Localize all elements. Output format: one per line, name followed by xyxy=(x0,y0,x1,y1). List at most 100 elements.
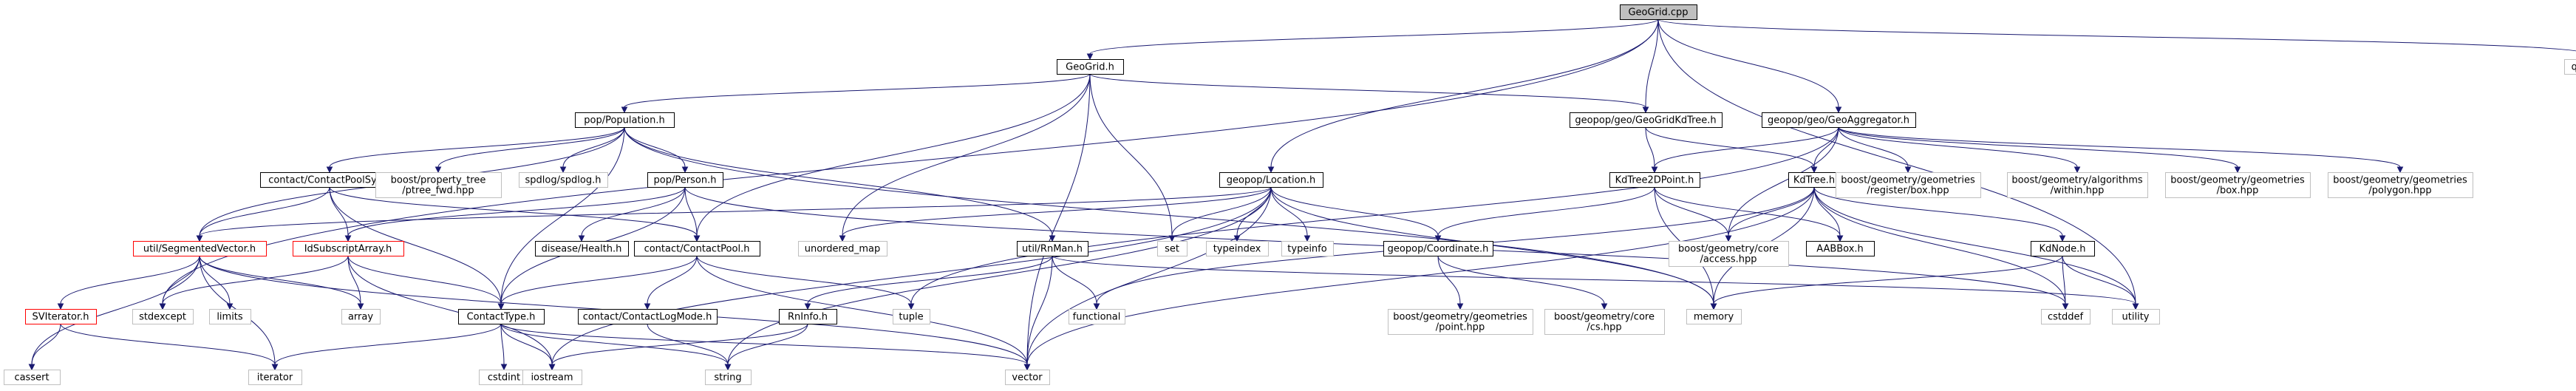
node-segmentedvector-h[interactable]: util/SegmentedVector.h xyxy=(133,241,267,256)
node-box xyxy=(1620,4,1697,20)
edge-arrowhead xyxy=(271,364,279,371)
edge-line xyxy=(727,186,1272,365)
edge-line xyxy=(1813,186,2136,305)
node-box xyxy=(2328,172,2473,198)
edge-line xyxy=(274,323,502,365)
node-svIterator-h[interactable]: SVIterator.h xyxy=(25,309,97,324)
edge-line xyxy=(1645,126,1655,168)
edge-line xyxy=(910,126,1839,305)
node-box xyxy=(647,172,723,188)
edge-arrowhead xyxy=(497,303,505,310)
edge-kdnode_h-to-cstddef xyxy=(2062,255,2069,310)
node-vector: vector xyxy=(1005,370,1050,385)
edge-line xyxy=(647,255,698,305)
node-coordinate-h[interactable]: geopop/Coordinate.h xyxy=(1383,241,1493,256)
edge-arrowhead xyxy=(1267,166,1275,174)
node-label: array xyxy=(348,312,373,323)
node-contacttype-h[interactable]: ContactType.h xyxy=(458,309,545,324)
node-health-h[interactable]: disease/Health.h xyxy=(535,241,629,256)
edge-contactlogmode_h-to-string xyxy=(647,323,732,371)
edge-geogrid_cpp-to-geogrid_h xyxy=(1086,18,1659,61)
node-idsubscriptarray-h[interactable]: IdSubscriptArray.h xyxy=(293,241,404,256)
node-label: KdTree2DPoint.h xyxy=(1615,175,1694,186)
node-stdexcept: stdexcept xyxy=(132,309,194,324)
node-person-h[interactable]: pop/Person.h xyxy=(647,172,723,188)
edge-rninfo_h-to-string xyxy=(724,323,808,371)
node-aabbox-h[interactable]: AABBox.h xyxy=(1806,241,1875,256)
node-label: GeoGrid.h xyxy=(1066,62,1114,73)
edge-geogrid_h-to-contactpool_h xyxy=(693,73,1091,242)
node-label: pop/Person.h xyxy=(654,175,717,186)
edge-coordinate_h-to-bg_point xyxy=(1437,255,1464,310)
edge-arrowhead xyxy=(1836,235,1844,242)
edge-arrowhead xyxy=(1233,235,1241,242)
node-geogridkdtree-h[interactable]: geopop/geo/GeoGridKdTree.h xyxy=(1570,112,1723,128)
edge-line xyxy=(500,323,553,365)
node-rninfo-h[interactable]: RnInfo.h xyxy=(779,309,837,324)
node-bg-point: boost/geometry/geometries/point.hpp xyxy=(1388,309,1533,335)
edge-line xyxy=(1813,186,2063,237)
node-location-h[interactable]: geopop/Location.h xyxy=(1219,172,1323,188)
edge-population_h-to-property_tree_fwd xyxy=(435,126,625,174)
node-box xyxy=(1005,370,1050,385)
edge-arrowhead xyxy=(1835,106,1842,114)
node-label: contact/ContactPoolSys.h xyxy=(268,175,391,186)
node-box xyxy=(209,309,251,324)
node-label: /box.hpp xyxy=(2217,186,2259,197)
node-label: /ptree_fwd.hpp xyxy=(402,186,474,197)
node-label: geopop/Location.h xyxy=(1227,175,1315,186)
edge-line xyxy=(1171,186,1272,237)
node-label: vector xyxy=(1012,373,1043,384)
node-population-h[interactable]: pop/Population.h xyxy=(575,112,675,128)
node-kdnode-h[interactable]: KdNode.h xyxy=(2031,241,2095,256)
node-label: limits xyxy=(217,312,243,323)
edge-line xyxy=(347,255,553,365)
node-label: utility xyxy=(2122,312,2150,323)
node-box xyxy=(1762,112,1916,128)
node-contactpool-h[interactable]: contact/ContactPool.h xyxy=(634,241,760,256)
edge-line xyxy=(199,255,231,305)
node-label: set xyxy=(1165,244,1179,255)
node-kdtree-h[interactable]: KdTree.h xyxy=(1788,172,1841,188)
edge-line xyxy=(329,186,349,237)
edge-geogrid_cpp-to-queue xyxy=(1657,18,2576,52)
edge-contactpoolsys_h-to-segmentedvector_h xyxy=(196,186,330,242)
edge-line xyxy=(1437,255,1605,305)
edge-kdnode_h-to-memory xyxy=(1710,255,2063,310)
edge-geogrid_cpp-to-stdexcept xyxy=(159,18,1659,310)
node-label: util/RnMan.h xyxy=(1022,244,1083,255)
node-label: typeinfo xyxy=(1287,244,1326,255)
edge-arrowhead xyxy=(357,303,364,310)
node-contactlogmode-h[interactable]: contact/ContactLogMode.h xyxy=(578,309,718,324)
node-bg-register-box: boost/geometry/geometries/register/box.h… xyxy=(1836,172,1981,198)
node-box xyxy=(4,370,61,385)
edge-line xyxy=(1437,186,1655,237)
edge-geogridkdtree_h-to-kdtree_h xyxy=(1645,126,1818,174)
node-geoaggregator-h[interactable]: geopop/geo/GeoAggregator.h xyxy=(1762,112,1916,128)
edge-arrowhead xyxy=(226,303,234,310)
edge-line xyxy=(1026,73,1091,365)
node-kdtree2dpoint-h[interactable]: KdTree2DPoint.h xyxy=(1609,172,1700,188)
node-geogrid-h[interactable]: GeoGrid.h xyxy=(1057,59,1124,75)
node-rnman-h[interactable]: util/RnMan.h xyxy=(1017,241,1088,256)
node-box xyxy=(1157,241,1188,256)
node-geogrid-cpp[interactable]: GeoGrid.cpp xyxy=(1620,4,1697,20)
edge-line xyxy=(696,255,1028,365)
edge-line xyxy=(1713,255,2063,305)
node-box xyxy=(2031,241,2095,256)
edge-kdtree2dpoint_h-to-coordinate_h xyxy=(1434,186,1655,242)
node-bg-core-access: boost/geometry/core/access.hpp xyxy=(1669,241,1789,267)
edge-arrowhead xyxy=(693,235,701,242)
node-box xyxy=(1069,309,1125,324)
edge-arrowhead xyxy=(1086,53,1094,61)
edge-kdtree_h-to-aabbox_h xyxy=(1813,186,1844,242)
node-label: contact/ContactPool.h xyxy=(644,244,750,255)
edge-arrowhead xyxy=(1304,235,1311,242)
edge-line xyxy=(1089,73,1646,108)
edge-kdnode_h-to-utility xyxy=(2062,255,2139,310)
node-contactpoolsys-h[interactable]: contact/ContactPoolSys.h xyxy=(260,172,400,188)
edge-geogrid_h-to-geogridkdtree_h xyxy=(1089,73,1649,114)
node-label: typeindex xyxy=(1213,244,1261,255)
node-box xyxy=(1609,172,1700,188)
edge-kdtree_h-to-bg_core_access xyxy=(1725,186,1815,242)
